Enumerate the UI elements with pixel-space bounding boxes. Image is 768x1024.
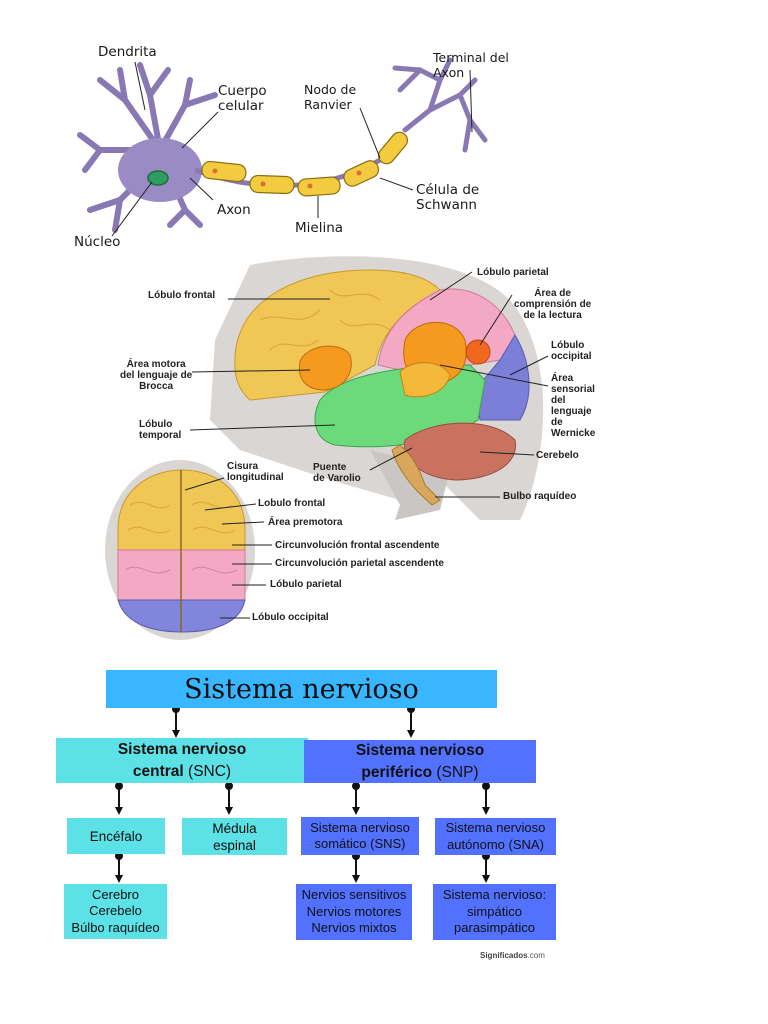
label-circ-parietal: Circunvolución parietal ascendente (275, 558, 444, 569)
label-occipital-line2: occipital (551, 351, 592, 362)
label-top-parietal: Lóbulo parietal (270, 579, 342, 590)
label-wernicke-line5: de (551, 417, 563, 428)
label-nodo-ranvier: Nodo de Ranvier (304, 82, 356, 112)
autonomo-parts-box: Sistema nervioso: simpático parasimpátic… (433, 884, 556, 940)
label-wernicke-line6: Wernicke (551, 428, 596, 439)
label-cisura-longitudinal: Cisura longitudinal (227, 461, 284, 483)
sns-line1: Sistema nervioso (310, 819, 410, 835)
label-axon: Axon (217, 202, 251, 218)
label-terminal-axon: Terminal del Axon (433, 50, 509, 80)
label-bulbo-raquideo: Bulbo raquídeo (503, 491, 577, 502)
label-area-comprension: Área de comprensión de de la lectura (514, 288, 591, 321)
label-lobulo-parietal: Lóbulo parietal (477, 267, 549, 278)
label-occipital-line1: Lóbulo (551, 340, 585, 351)
source-credit: Significados.com (480, 951, 545, 960)
label-wernicke-line3: del (551, 395, 566, 406)
frontal-lobe-shape (234, 269, 441, 401)
sna-line1: Sistema nervioso (445, 820, 546, 835)
medula-line2: espinal (213, 837, 256, 853)
label-nodo-line1: Nodo de (304, 82, 357, 97)
nervios-mixtos: Nervios mixtos (311, 920, 397, 936)
label-top-frontal: Lobulo frontal (258, 498, 326, 509)
label-temporal-line2: temporal (139, 430, 182, 441)
snc-bold: Sistema nervioso (117, 740, 247, 758)
parts-cerebro: Cerebro (92, 886, 139, 902)
label-cisura-line2: longitudinal (227, 472, 284, 483)
sns-line2: somático (SNS) (314, 836, 406, 851)
label-area-broca: Área motora del lenguaje de Brocca (120, 359, 192, 392)
sns-box: Sistema nervioso somático (SNS) (301, 817, 419, 855)
brain-illustration (105, 256, 549, 640)
medula-box: Médula espinal (182, 818, 287, 855)
label-terminal-line1: Terminal del (433, 50, 509, 65)
label-temporal-line1: Lóbulo (139, 419, 173, 430)
sna-box: Sistema nervioso autónomo (SNA) (435, 818, 556, 855)
label-wernicke-line2: sensorial (551, 384, 595, 395)
label-celula-schwann: Célula de Schwann (416, 183, 479, 213)
parts-bulbo: Búlbo raquídeo (71, 919, 160, 935)
encefalo-box: Encéfalo (67, 818, 165, 854)
label-broca-line1: Área motora (126, 359, 186, 370)
label-puente-line1: Puente (313, 462, 347, 473)
label-nucleo: Núcleo (74, 234, 121, 250)
label-cerebelo: Cerebelo (536, 450, 579, 461)
encefalo-label: Encéfalo (89, 828, 143, 844)
label-lobulo-temporal: Lóbulo temporal (139, 419, 181, 441)
nervios-box: Nervios sensitivos Nervios motores Nervi… (296, 884, 412, 940)
snp-box: Sistema nervioso periférico (SNP) (304, 740, 536, 783)
label-nodo-line2: Ranvier (304, 97, 352, 112)
autonomo-simpatico: simpático (467, 903, 522, 919)
label-comprension-line2: comprensión de (514, 299, 592, 310)
autonomo-line1: Sistema nervioso: (442, 887, 547, 903)
label-terminal-line2: Axon (433, 65, 465, 80)
broca-area-shape (298, 345, 352, 391)
nervios-sensitivos: Nervios sensitivos (301, 887, 407, 903)
label-lobulo-occipital: Lóbulo occipital (551, 340, 592, 362)
map-title-box: Sistema nervioso (106, 670, 497, 708)
brainstem-shape (391, 444, 441, 506)
snp-bold2: periférico (361, 763, 433, 781)
label-puente-varolio: Puente de Varolio (313, 462, 361, 484)
nervios-motores: Nervios motores (306, 903, 402, 919)
label-puente-line2: de Varolio (313, 473, 361, 484)
label-cisura-line1: Cisura (227, 461, 259, 472)
label-mielina: Mielina (295, 220, 344, 236)
label-wernicke-line1: Área (551, 373, 574, 384)
label-top-occipital: Lóbulo occipital (252, 612, 329, 623)
label-area-premotora: Área premotora (268, 517, 343, 528)
snp-bold: Sistema nervioso (355, 741, 485, 759)
label-cuerpo-line2: celular (218, 98, 264, 114)
label-comprension-line3: de la lectura (523, 310, 582, 321)
cell-body (118, 138, 202, 202)
label-comprension-line1: Área de (534, 288, 571, 299)
autonomo-parasimpatico: parasimpático (454, 920, 535, 936)
medula-line1: Médula (212, 820, 257, 836)
label-dendrita: Dendrita (98, 44, 157, 60)
label-lobulo-frontal: Lóbulo frontal (148, 290, 216, 301)
label-schwann-line1: Célula de (416, 182, 480, 198)
neuron-illustration (60, 40, 525, 252)
snp-abbr: (SNP) (436, 763, 479, 781)
cerebellum-shape (403, 422, 516, 481)
reading-area-shape (465, 339, 491, 365)
credit-brand: Significados (480, 951, 528, 960)
label-circ-frontal: Circunvolución frontal ascendente (275, 540, 440, 551)
nucleus (147, 170, 169, 186)
parts-cerebelo: Cerebelo (89, 903, 142, 919)
map-title: Sistema nervioso (184, 673, 419, 705)
credit-suffix: .com (527, 951, 545, 960)
encefalo-parts-box: Cerebro Cerebelo Búlbo raquídeo (64, 884, 167, 939)
label-cuerpo-celular: Cuerpo celular (218, 84, 267, 114)
label-area-wernicke: Área sensorial del lenguaje de Wernicke (551, 373, 595, 439)
snc-abbr: (SNC) (188, 762, 232, 780)
sna-line2: autónomo (SNA) (447, 836, 544, 852)
label-schwann-line2: Schwann (416, 197, 477, 213)
label-broca-line2: del lenguaje de (120, 370, 193, 381)
label-wernicke-line4: lenguaje (551, 406, 592, 417)
label-broca-line3: Brocca (139, 381, 174, 392)
label-cuerpo-line1: Cuerpo (218, 83, 267, 99)
snc-bold2: central (132, 762, 184, 780)
snc-box: Sistema nervioso central (SNC) (56, 738, 308, 783)
